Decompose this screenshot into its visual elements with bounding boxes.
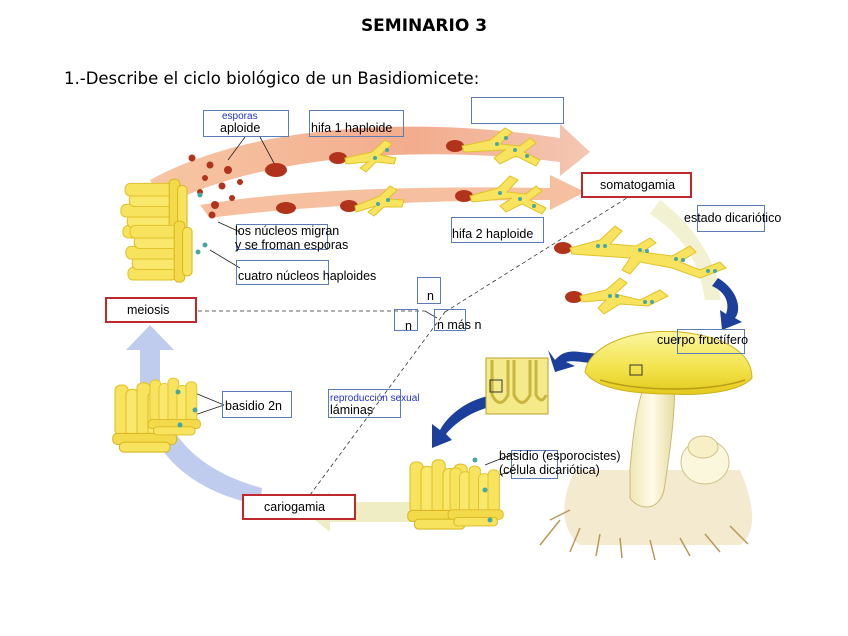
basidio-2n-label: basidio 2n bbox=[225, 399, 282, 413]
box-laminas bbox=[328, 389, 401, 418]
hypha-4 bbox=[469, 175, 547, 215]
box-n-mas-n bbox=[434, 309, 466, 331]
spores-group bbox=[188, 154, 243, 219]
basidio-esporocistes-label: basidio (esporocistes) bbox=[499, 449, 621, 463]
box-cuerpo-fructifero bbox=[677, 329, 745, 354]
meiosis-label: meiosis bbox=[127, 303, 170, 317]
nuclei-dots bbox=[373, 136, 717, 304]
nucleos-migran-label: los núcleos migran bbox=[235, 224, 340, 238]
dikaryotic-mycelium bbox=[569, 225, 727, 315]
cariogamia-label: cariogamia bbox=[264, 500, 326, 514]
box-basidio-2n bbox=[222, 391, 292, 418]
navy-arrow-right bbox=[712, 278, 742, 330]
box-hifa1 bbox=[309, 110, 404, 137]
question-heading: 1.-Describe el ciclo biológico de un Bas… bbox=[64, 69, 480, 88]
aploide-label: aploide bbox=[220, 121, 261, 135]
hypha-3 bbox=[461, 127, 541, 167]
hypha-1 bbox=[344, 139, 397, 173]
hifa2-label: hifa 2 haploide bbox=[452, 227, 534, 241]
celula-dicariotica-label: (célula dicariótica) bbox=[499, 463, 600, 477]
n-mas-n-label: n más n bbox=[437, 318, 482, 332]
mushroom-fruiting-body bbox=[539, 330, 753, 561]
box-n-left bbox=[394, 309, 418, 331]
gills-inset bbox=[485, 357, 549, 415]
lilac-cycle-arrow-left bbox=[126, 325, 262, 505]
page-title: SEMINARIO 3 bbox=[360, 16, 488, 36]
cuerpo-fructifero-label: cuerpo fructífero bbox=[657, 333, 749, 347]
cuatro-nucleos-label: cuatro núcleos haploides bbox=[238, 269, 377, 283]
box-n-top bbox=[417, 277, 441, 304]
n-left-label: n bbox=[405, 319, 412, 333]
laminas-label: láminas bbox=[330, 403, 374, 417]
box-empty-answer[interactable] bbox=[471, 97, 564, 124]
dashed-line-cariogamia bbox=[309, 311, 446, 496]
box-basidio-esporocistes bbox=[511, 450, 558, 479]
box-cuatro-nucleos bbox=[236, 260, 329, 285]
somatogamia-label: somatogamia bbox=[600, 178, 676, 192]
hypha-2 bbox=[354, 185, 405, 217]
box-nucleos bbox=[236, 224, 328, 250]
dashed-connector bbox=[424, 310, 438, 319]
meiosis-box: meiosis bbox=[105, 297, 197, 323]
estado-dicariotico-label: estado dicariótico bbox=[684, 211, 782, 225]
reproduccion-sexual-label: reproducción sexual bbox=[330, 393, 420, 404]
box-estado-dicariotico bbox=[697, 205, 765, 232]
somatogamia-box: somatogamia bbox=[581, 172, 692, 198]
orange-cycle-arrow-inner bbox=[200, 175, 585, 218]
hifa1-label: hifa 1 haploide bbox=[311, 121, 393, 135]
dashed-line-somatogamia bbox=[444, 195, 631, 313]
cariogamia-box: cariogamia bbox=[242, 494, 356, 520]
box-esporas-aploide bbox=[203, 110, 289, 137]
aploid-spore bbox=[265, 163, 287, 177]
n-top-label: n bbox=[427, 289, 434, 303]
froman-esporas-label: y se froman esporas bbox=[235, 238, 349, 252]
navy-arrow-basidio bbox=[432, 396, 494, 448]
esporas-label: esporas bbox=[222, 111, 258, 122]
box-hifa2 bbox=[451, 217, 544, 243]
